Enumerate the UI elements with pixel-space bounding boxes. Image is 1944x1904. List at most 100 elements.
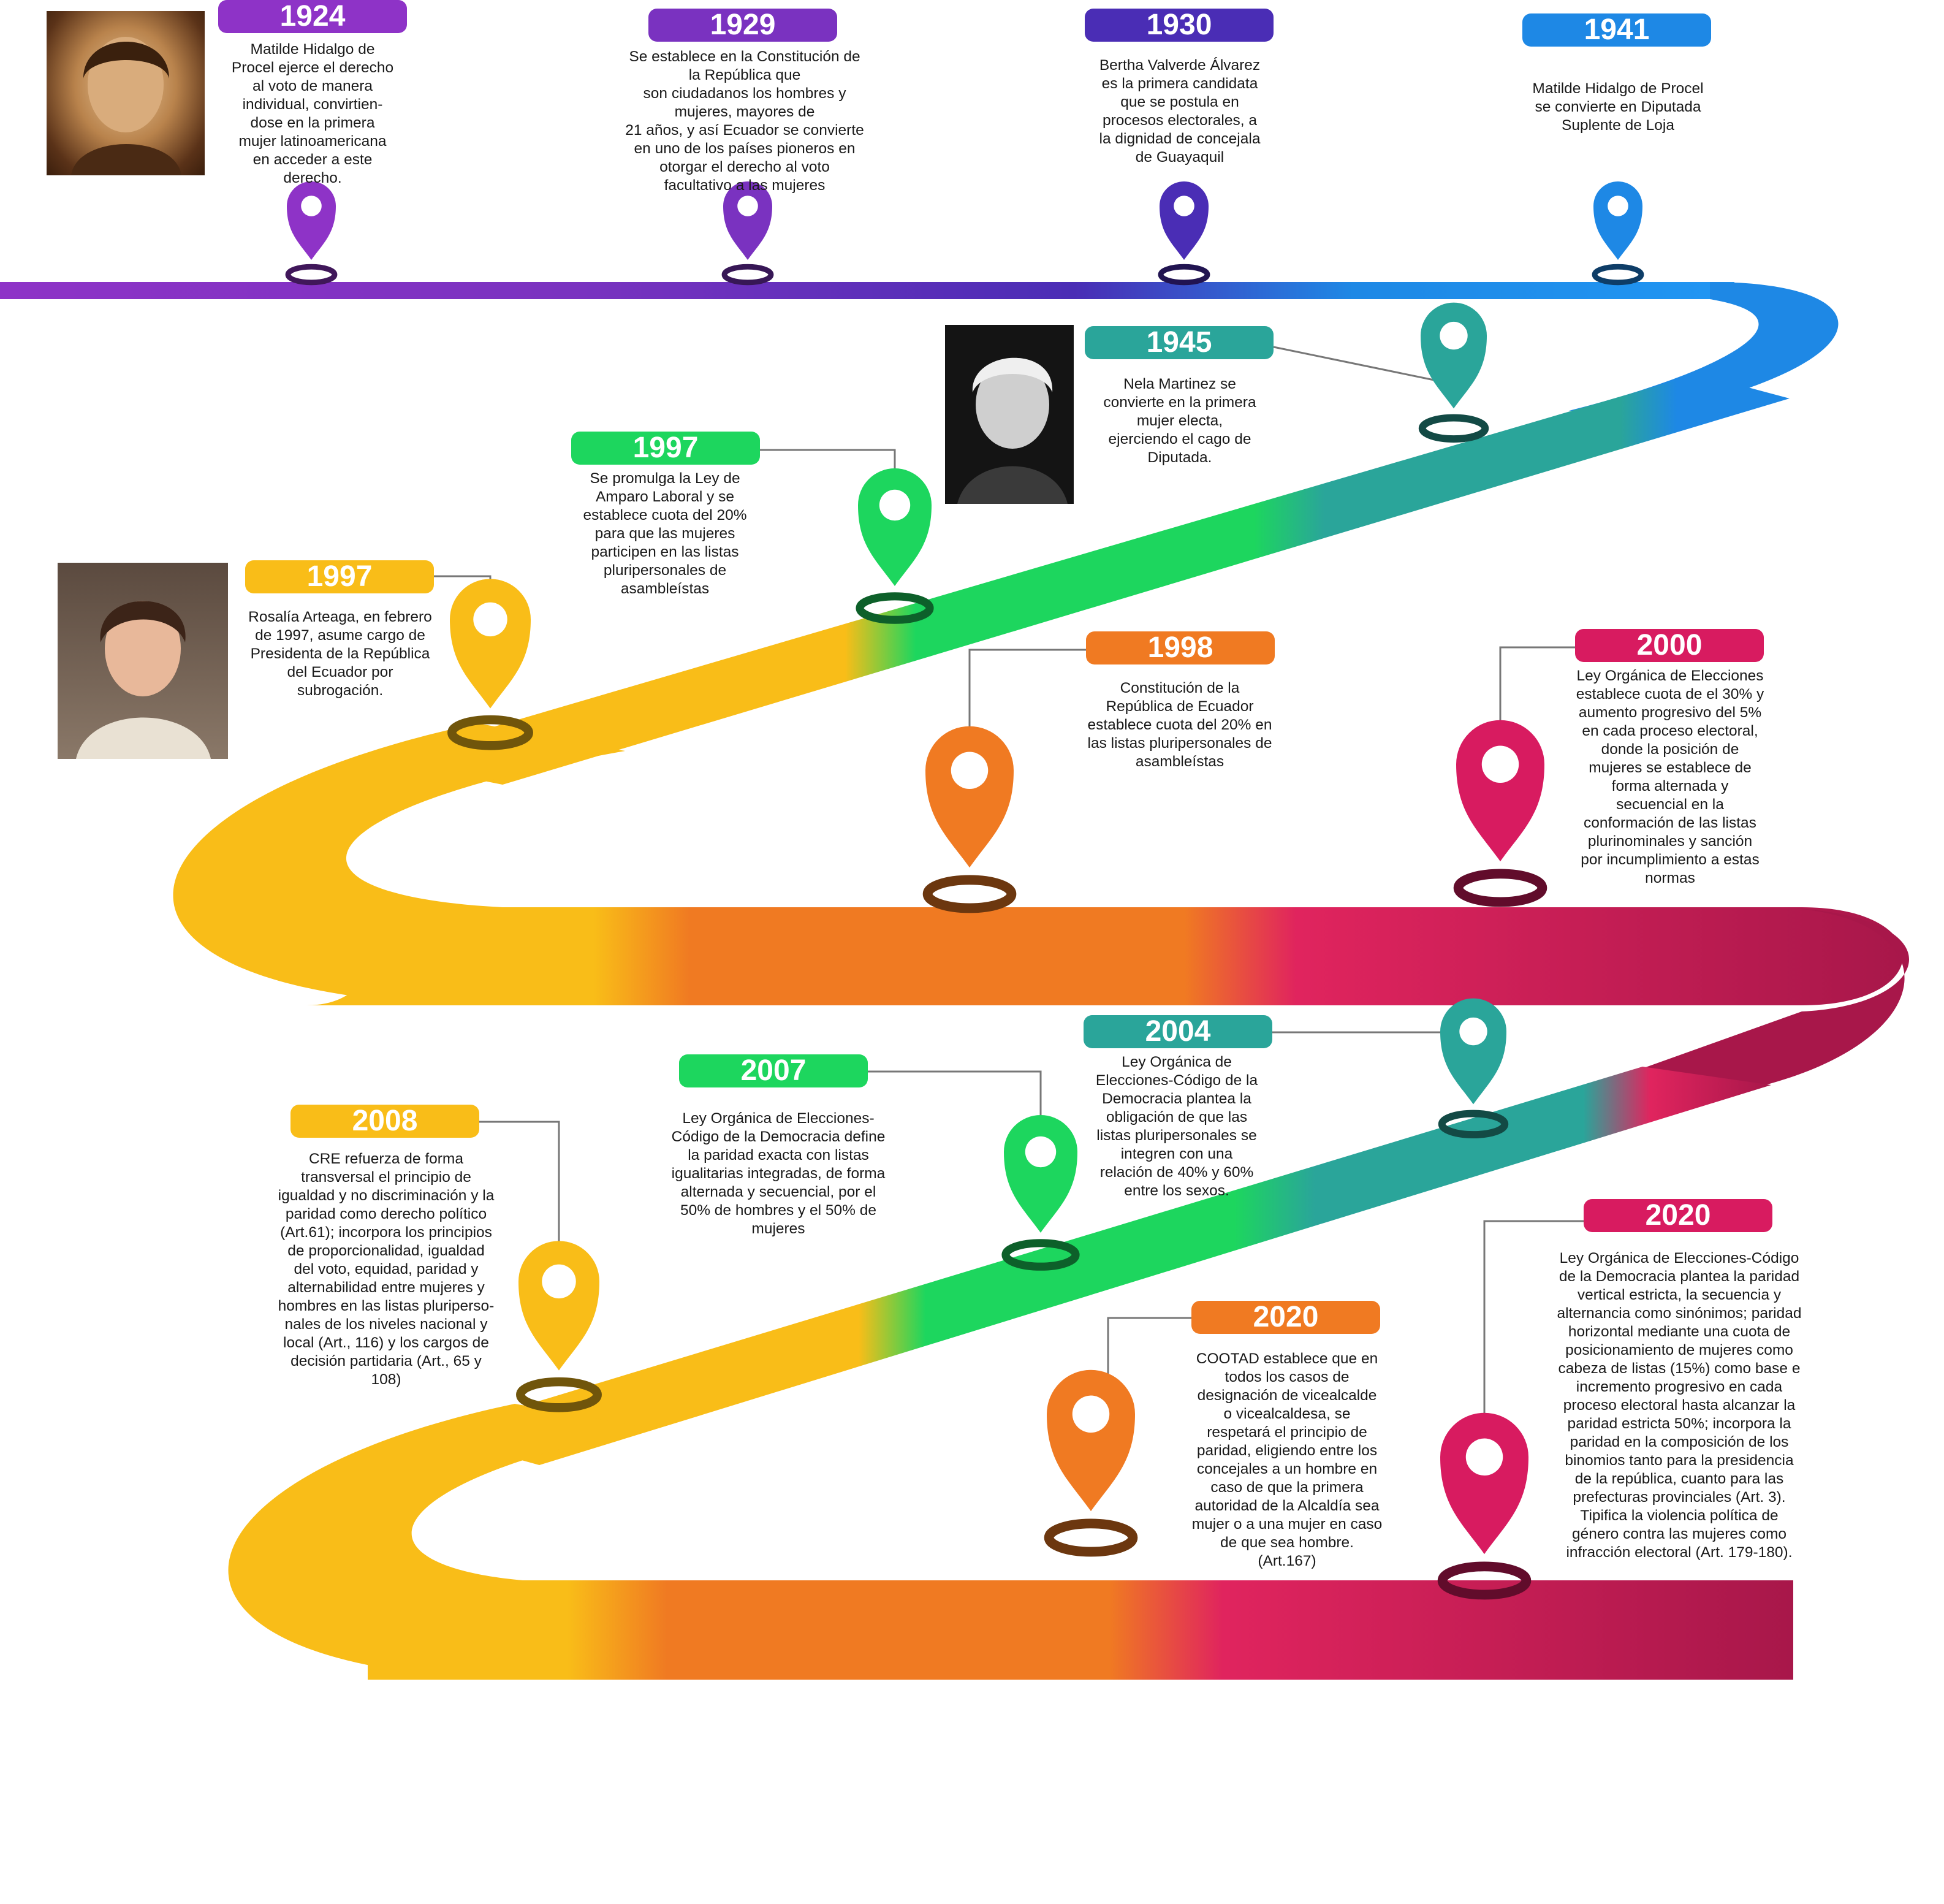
event-description: Nela Martinez se convierte en la primera… <box>1103 376 1256 466</box>
pin-body <box>1047 1369 1135 1512</box>
year-badge-1945: 1945 <box>1085 326 1274 359</box>
portrait-nela-martinez <box>945 325 1074 504</box>
pin-body <box>1421 302 1487 409</box>
map-pin-icon <box>1044 1369 1138 1557</box>
map-pin-icon <box>285 181 338 286</box>
road-band-bottom <box>368 1580 1793 1680</box>
map-pin-icon <box>1418 302 1489 443</box>
pin-body <box>925 726 1014 868</box>
year-badge-2020: 2020 <box>1191 1301 1380 1334</box>
event-description: Ley Orgánica de Elecciones-Código de la … <box>1095 1054 1258 1199</box>
pin-shadow-ring <box>1437 1561 1532 1600</box>
pin-dot <box>951 752 989 790</box>
map-pin-icon <box>1592 181 1644 286</box>
connector-line <box>1499 646 1575 791</box>
pin-dot <box>1608 196 1628 216</box>
portrait-matilde-hidalgo <box>47 11 205 175</box>
map-pin-icon <box>721 181 774 286</box>
connector-line <box>968 649 1086 797</box>
pin-shadow-ring <box>1158 264 1210 286</box>
year-badge-2008: 2008 <box>290 1105 479 1138</box>
map-pin-icon <box>922 726 1017 913</box>
year-badge-1930: 1930 <box>1085 9 1274 42</box>
pin-body <box>1440 998 1506 1105</box>
map-pin-icon <box>516 1241 602 1412</box>
portrait-rosalia-arteaga <box>58 563 228 759</box>
road-band-mid <box>306 907 1903 1005</box>
pin-body <box>450 579 531 709</box>
pin-dot <box>737 196 758 216</box>
pin-dot <box>1072 1395 1110 1433</box>
map-pin-icon <box>1437 1412 1532 1600</box>
road-top-line <box>0 282 1734 299</box>
pin-shadow-ring <box>516 1377 602 1412</box>
event-description: Matilde Hidalgo de Procel se convierte e… <box>1532 80 1704 134</box>
road-curve-right-2 <box>1630 907 1909 1085</box>
year-badge-2004: 2004 <box>1084 1015 1272 1048</box>
road-curve-top <box>1569 282 1839 411</box>
road-curve-left-1 <box>173 723 625 1005</box>
pin-body <box>1004 1115 1077 1233</box>
pin-body <box>1160 181 1209 260</box>
year-badge-1997: 1997 <box>571 432 760 465</box>
map-pin-icon <box>1158 181 1210 286</box>
pin-shadow-ring <box>1453 869 1547 907</box>
pin-dot <box>301 196 322 216</box>
year-badge-1997: 1997 <box>245 560 434 593</box>
pin-shadow-ring <box>1592 264 1644 286</box>
event-description: Ley Orgánica de Elecciones establece cuo… <box>1576 668 1764 886</box>
map-pin-icon <box>447 579 533 750</box>
year-badge-1929: 1929 <box>648 9 837 42</box>
pin-body <box>518 1241 599 1371</box>
pin-body <box>1456 720 1544 862</box>
pin-body <box>858 468 932 586</box>
event-description: Constitución de la República de Ecuador … <box>1087 680 1272 770</box>
road-band-1 <box>380 374 1790 785</box>
pin-body <box>723 181 772 260</box>
map-pin-icon <box>1453 720 1547 907</box>
event-description: Se establece en la Constitución de la Re… <box>625 48 864 194</box>
event-description: Ley Orgánica de Elecciones-Código de la … <box>1557 1250 1802 1561</box>
event-description: Matilde Hidalgo de Procel ejerce el dere… <box>231 41 394 186</box>
pin-shadow-ring <box>856 592 934 624</box>
year-badge-2020: 2020 <box>1584 1199 1772 1232</box>
road-band-2 <box>429 1067 1771 1465</box>
map-pin-icon <box>1001 1115 1080 1271</box>
year-badge-2007: 2007 <box>679 1054 868 1087</box>
connector-line <box>1273 346 1435 381</box>
pin-shadow-ring <box>285 264 338 286</box>
year-badge-1941: 1941 <box>1522 13 1711 47</box>
pin-dot <box>879 489 911 521</box>
pin-dot <box>1440 321 1468 350</box>
pin-dot <box>1465 1438 1503 1476</box>
pin-dot <box>1481 745 1519 783</box>
event-description: Ley Orgánica de Elecciones- Código de la… <box>671 1110 886 1237</box>
year-badge-1998: 1998 <box>1086 631 1275 664</box>
pin-dot <box>1174 196 1194 216</box>
map-pin-icon <box>1438 998 1509 1139</box>
road-curve-left-2 <box>228 1404 650 1680</box>
map-pin-icon <box>856 468 934 624</box>
pin-shadow-ring <box>447 715 533 750</box>
pin-shadow-ring <box>1044 1518 1138 1557</box>
pin-shadow-ring <box>1418 414 1489 443</box>
pin-shadow-ring <box>1438 1110 1509 1139</box>
event-description: Se promulga la Ley de Amparo Laboral y s… <box>583 470 747 597</box>
year-badge-2000: 2000 <box>1575 629 1764 662</box>
pin-dot <box>473 602 507 637</box>
pin-dot <box>1459 1017 1487 1046</box>
pin-shadow-ring <box>922 875 1017 913</box>
event-description: Rosalía Arteaga, en febrero de 1997, asu… <box>248 609 432 699</box>
year-badge-1924: 1924 <box>218 0 407 33</box>
pin-dot <box>542 1264 576 1299</box>
pin-body <box>1440 1412 1528 1555</box>
pin-shadow-ring <box>721 264 774 286</box>
event-description: Bertha Valverde Álvarez es la primera ca… <box>1099 57 1261 166</box>
pin-shadow-ring <box>1001 1239 1080 1271</box>
pin-dot <box>1025 1136 1057 1168</box>
pin-body <box>1593 181 1642 260</box>
event-description: CRE refuerza de forma transversal el pri… <box>278 1151 495 1388</box>
pin-body <box>287 181 336 260</box>
